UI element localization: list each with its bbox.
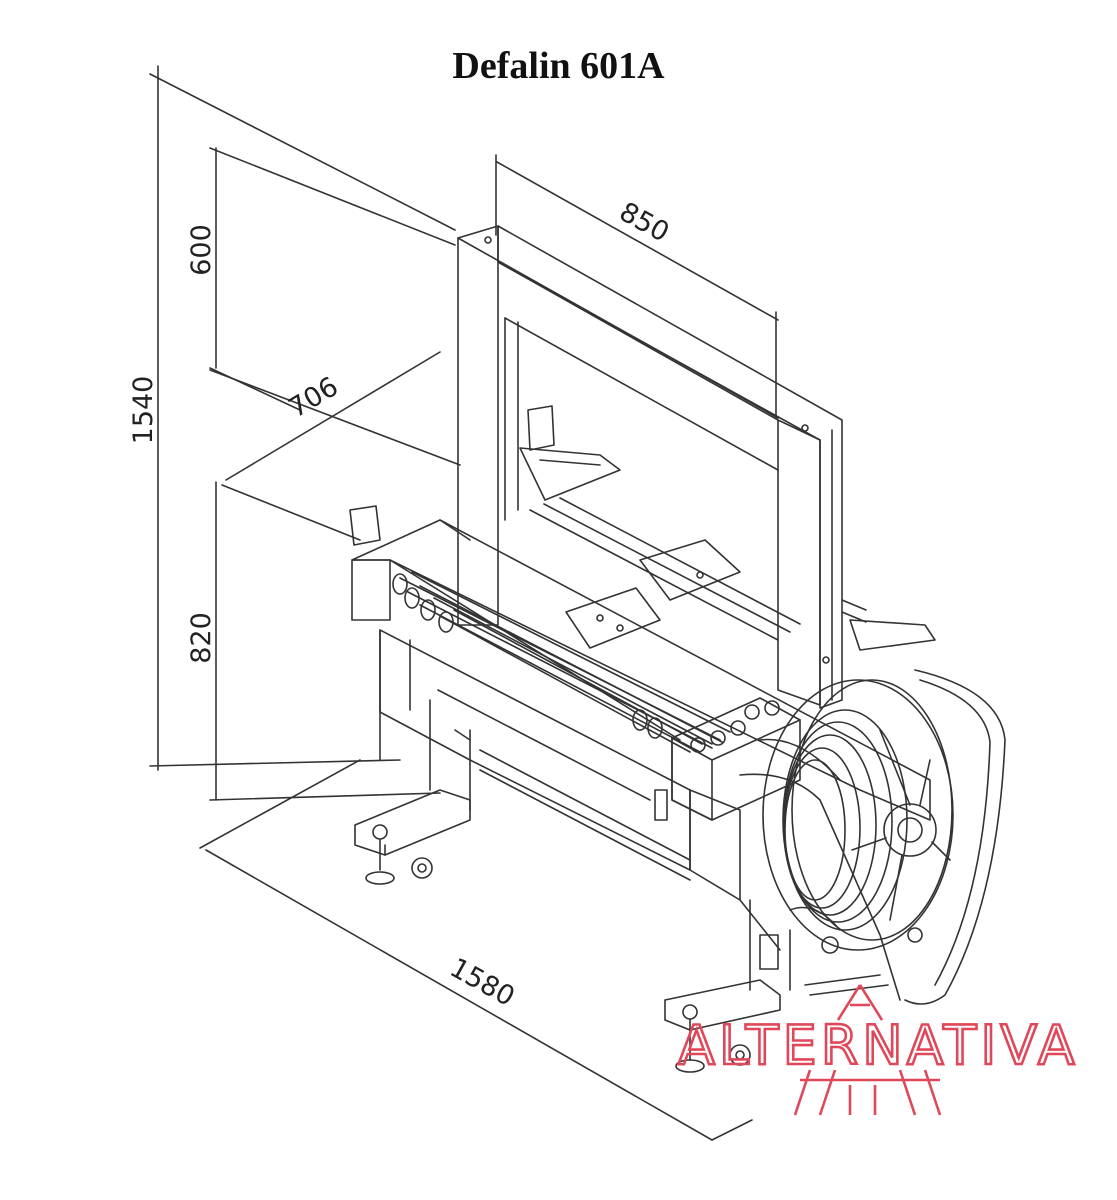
machine-body: [379, 629, 801, 991]
dimension-lines: [149, 65, 779, 1141]
logo-mark-icon: [836, 984, 884, 1021]
roller-table: [349, 405, 931, 821]
watermark-text: ALTERNATIVA: [678, 1014, 1079, 1077]
dim-820: 820: [186, 612, 217, 664]
alternativa-logo: ALTERNATIVA: [677, 984, 1079, 1116]
dim-1580: 1580: [445, 952, 520, 1012]
dim-1540: 1540: [128, 376, 159, 445]
dim-850: 850: [614, 197, 674, 249]
dim-706: 706: [284, 371, 344, 424]
dim-600: 600: [186, 224, 217, 276]
legs-and-casters: [354, 789, 781, 1073]
strap-reel: [739, 669, 1006, 1005]
rollers: [392, 497, 801, 753]
dimension-labels: 1540 600 820 706 850 1580: [128, 197, 674, 1013]
strapping-arch: [457, 225, 843, 709]
drawing-title: Defalin 601A: [452, 45, 665, 87]
exit-table: [841, 599, 936, 651]
